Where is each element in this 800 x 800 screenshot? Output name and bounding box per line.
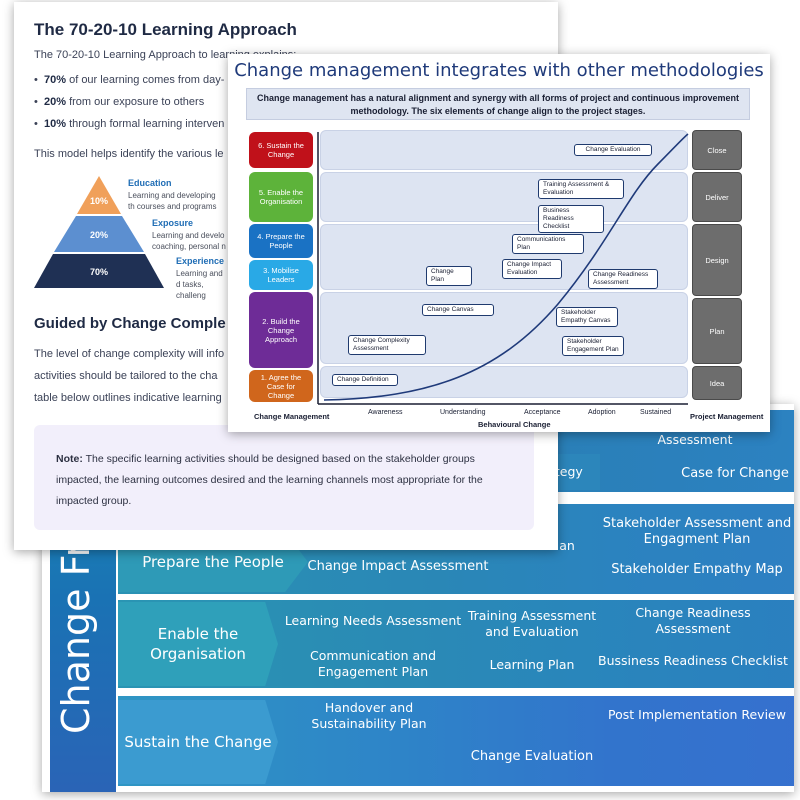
pyramid-desc-experience: Learning and d tasks, challeng bbox=[176, 269, 223, 300]
bullet-item: 20% from our exposure to others bbox=[34, 96, 224, 118]
x-axis-label: Behavioural Change bbox=[478, 420, 551, 429]
framework-cell-learning-plan: Learning Plan bbox=[489, 657, 575, 672]
pyramid-tier-experience bbox=[34, 254, 164, 288]
s-curve-line bbox=[323, 133, 689, 401]
framework-cell-post-implementation: Post Implementation Review bbox=[608, 707, 786, 722]
framework-cell-change-evaluation: Change Evaluation bbox=[470, 749, 594, 764]
right-axis-label: Project Management bbox=[690, 412, 764, 421]
framework-cell-handover-plan: Handover and Sustainability Plan bbox=[311, 700, 427, 731]
change-stage-sustain: 6. Sustain the Change bbox=[249, 132, 313, 168]
project-stage-close: Close bbox=[692, 130, 742, 170]
pill-change-readiness: Change Readiness Assessment bbox=[588, 269, 658, 289]
stage-lane-deliver bbox=[320, 172, 688, 222]
left-axis-label: Change Management bbox=[254, 412, 330, 421]
bullet-item: 70% of our learning comes from day- bbox=[34, 74, 224, 96]
pyramid-tier-education bbox=[77, 176, 121, 214]
pill-communications-plan: Communications Plan bbox=[512, 234, 584, 254]
learning-bullets: 70% of our learning comes from day- 20% … bbox=[34, 74, 224, 140]
pill-stakeholder-engagement: Stakeholder Engagement Plan bbox=[562, 336, 624, 356]
page-title: The 70-20-10 Learning Approach bbox=[34, 20, 297, 39]
change-stage-mobilise: 3. Mobilise Leaders bbox=[249, 260, 313, 290]
pyramid-label-experience: Experience bbox=[176, 256, 225, 266]
note-label: Note: bbox=[56, 453, 83, 465]
framework-cell-business-readiness: Bussiness Readiness Checklist bbox=[598, 653, 788, 668]
change-stage-agree: 1. Agree the Case for Change bbox=[249, 370, 313, 402]
change-stage-enable: 5. Enable the Organisation bbox=[249, 172, 313, 222]
integration-diagram-card: Change management integrates with other … bbox=[228, 54, 770, 432]
pill-business-readiness: Business Readiness Checklist bbox=[538, 205, 604, 233]
framework-cell-change-readiness: Change Readiness Assessment bbox=[635, 605, 751, 636]
pyramid-desc-education: Learning and developing th courses and p… bbox=[128, 191, 217, 211]
x-tick-awareness: Awareness bbox=[368, 409, 403, 416]
pyramid-label-education: Education bbox=[128, 178, 172, 188]
change-stage-build: 2. Build the Change Approach bbox=[249, 292, 313, 368]
framework-cell-communication-plan: Communication and Engagement Plan bbox=[309, 648, 436, 679]
model-text: This model helps identify the various le bbox=[34, 148, 224, 160]
adoption-curve bbox=[317, 132, 689, 405]
diagram-subtitle: Change management has a natural alignmen… bbox=[246, 88, 750, 120]
framework-cell-learning-needs: Learning Needs Assessment bbox=[284, 613, 462, 628]
pill-change-evaluation: Change Evaluation bbox=[574, 144, 652, 156]
x-tick-adoption: Adoption bbox=[588, 409, 616, 416]
section-heading: Guided by Change Comple bbox=[34, 315, 226, 332]
pill-training-assessment: Training Assessment & Evaluation bbox=[538, 179, 624, 199]
x-tick-sustained: Sustained bbox=[640, 409, 672, 416]
framework-cell-training-assessment: Training Assessment and Evaluation bbox=[467, 608, 597, 639]
project-stage-design: Design bbox=[692, 224, 742, 296]
pyramid-pct-70: 70% bbox=[90, 267, 108, 277]
pyramid-desc-exposure: Learning and develo coaching, personal n bbox=[152, 231, 226, 251]
project-stage-idea: Idea bbox=[692, 366, 742, 400]
pill-change-plan: Change Plan bbox=[426, 266, 472, 286]
pill-change-complexity: Change Complexity Assessment bbox=[348, 335, 426, 355]
pyramid-label-exposure: Exposure bbox=[152, 218, 194, 228]
x-tick-acceptance: Acceptance bbox=[524, 409, 561, 416]
change-stage-prepare: 4. Prepare the People bbox=[249, 224, 313, 258]
pill-change-canvas: Change Canvas bbox=[422, 304, 494, 316]
framework-head-enable-organisation: Enable the Organisation bbox=[118, 602, 278, 686]
diagram-title: Change management integrates with other … bbox=[234, 60, 764, 81]
bullet-item: 10% through formal learning interven bbox=[34, 118, 224, 140]
framework-cell-stakeholder-assessment: Stakeholder Assessment and Engagment Pla… bbox=[602, 516, 792, 547]
note-text: The specific learning activities should … bbox=[56, 453, 483, 507]
pyramid-pct-20: 20% bbox=[90, 230, 108, 240]
framework-cell-change-impact-assessment: Change Impact Assessment bbox=[307, 559, 489, 574]
project-stage-deliver: Deliver bbox=[692, 172, 742, 222]
learning-pyramid: 10% 20% 70% bbox=[34, 176, 164, 288]
framework-cell-plan-fragment: an bbox=[559, 538, 575, 553]
pill-stakeholder-empathy: Stakeholder Empathy Canvas bbox=[556, 307, 618, 327]
pyramid-tier-exposure bbox=[54, 216, 144, 252]
x-tick-understanding: Understanding bbox=[440, 409, 486, 416]
pyramid-pct-10: 10% bbox=[90, 196, 108, 206]
framework-head-sustain-change: Sustain the Change bbox=[118, 700, 278, 784]
section-paragraph: The level of change complexity will info… bbox=[34, 348, 225, 404]
note-box: Note: The specific learning activities s… bbox=[34, 425, 534, 530]
framework-cell-case-for-change: Case for Change bbox=[681, 466, 789, 481]
project-stage-plan: Plan bbox=[692, 298, 742, 364]
pill-change-definition: Change Definition bbox=[332, 374, 398, 386]
pill-change-impact-evaluation: Change Impact Evaluation bbox=[502, 259, 562, 279]
framework-cell-stakeholder-empathy-map: Stakeholder Empathy Map bbox=[611, 562, 783, 577]
